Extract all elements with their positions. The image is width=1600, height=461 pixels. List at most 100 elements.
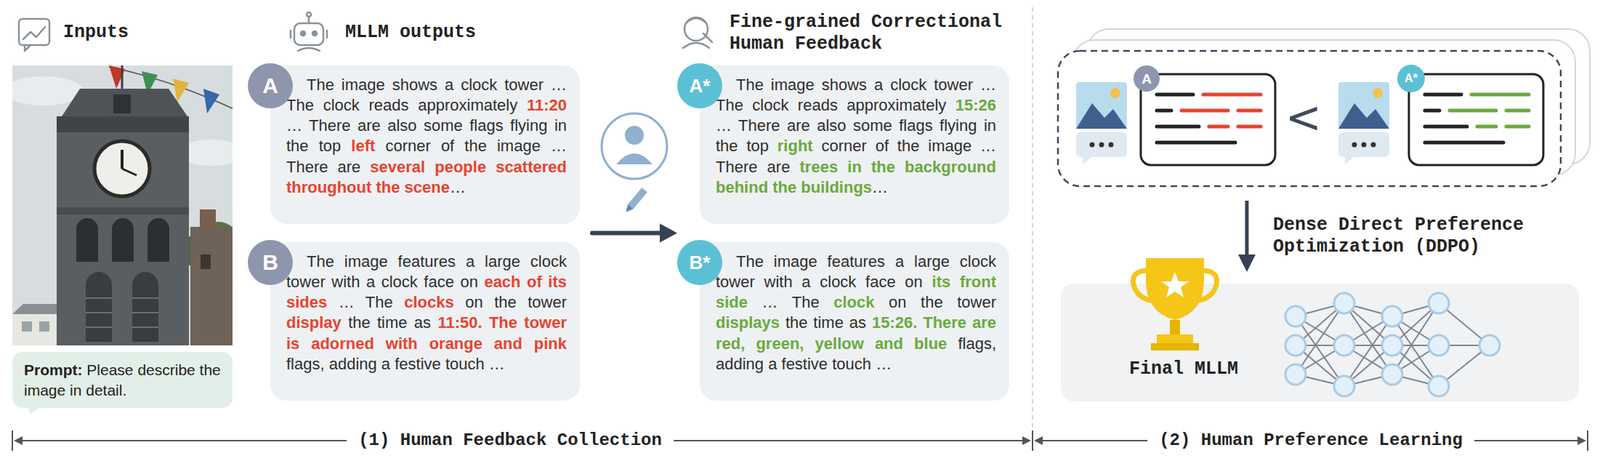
trophy-symbol [1150,342,1199,351]
annotator-symbol [623,187,648,215]
image-thumbnail [1099,142,1105,148]
response-text: The image shows a clock tower … The cloc… [699,65,1010,208]
response-document [1424,94,1529,143]
clock-tower-photo [56,132,189,346]
response-box: The image shows a clock tower … The cloc… [270,65,580,224]
body-text: … The [762,292,820,311]
body-text: … [871,178,888,197]
clock-tower-photo [85,326,112,328]
badge-text: A [1141,71,1152,86]
neural-network [1428,292,1449,314]
clock-tower-photo [108,65,125,89]
trophy-symbol [1145,257,1204,320]
range-bracket [1031,430,1034,451]
robot-icon [294,23,324,46]
badge-circle [677,239,723,285]
stage-label: (2) Human Preference Learning [1147,430,1475,451]
response-document [1156,93,1194,97]
range-bracket [11,430,14,451]
neural-network [1334,375,1355,397]
robot-icon [326,30,329,38]
highlighted-text: 11:50. [437,313,482,332]
badge-circle [247,239,293,285]
badge-circle [1133,65,1160,92]
body-text: B* [689,251,711,274]
body-text: Final MLLM [1129,358,1239,380]
body-text: A* [689,74,711,97]
response-document [1203,93,1261,97]
highlighted-text: right [777,136,814,155]
neural-network [1382,305,1403,327]
label-badge: A [247,63,293,109]
annotator-symbol [624,125,644,145]
clock-tower-photo [132,297,159,299]
badge-circle [247,63,293,109]
clock-tower-photo [147,217,170,262]
range-bracket [12,430,1588,451]
body-text: The image shows a clock tower … The cloc… [715,75,997,115]
annotator-symbol [627,187,648,209]
clock-tower-photo [190,226,233,346]
trophy-symbol [1156,334,1194,343]
range-bracket [13,435,23,445]
image-thumbnail [1076,82,1127,165]
response-text: The image shows a clock tower … The cloc… [270,65,580,208]
range-bracket [1022,435,1032,445]
response-document [1424,93,1462,97]
highlighted-text: display [286,313,342,332]
body-text: A [1141,71,1152,87]
clock-tower-photo [132,326,159,328]
response-document [1424,108,1440,113]
robot-icon [300,31,306,36]
range-bracket [1586,430,1589,451]
range-bracket [1577,435,1587,445]
image-icon [18,18,50,51]
neural-network [1479,334,1500,356]
body-text: the time as [785,313,867,332]
clock-tower-photo [172,78,189,102]
annotator-symbol [601,113,668,179]
image-thumbnail [1338,82,1390,165]
annotator-icon [703,33,713,43]
clock-tower-photo [61,88,188,117]
response-document [1506,108,1529,113]
image-thumbnail [1076,82,1127,129]
down-arrow [1238,200,1256,272]
stacked-cards [1057,50,1561,187]
clock-tower-photo [21,321,32,332]
badge-circle [1397,64,1425,93]
highlighted-text: 15:26 [955,95,997,115]
label-badge: B* [677,239,723,285]
highlighted-text: clock [833,292,875,311]
clock-tower-photo [122,168,137,176]
prompt-box: Prompt: Please describe the image in det… [12,351,233,408]
flow-arrow [659,223,678,243]
highlighted-text: 11:20 [526,95,567,115]
body-text: The image shows a clock tower … The cloc… [286,75,567,115]
clock-tower-photo [39,321,50,332]
response-document [1156,108,1172,113]
image-thumbnail [1076,103,1127,129]
robot-icon [290,12,327,51]
image-icon [24,45,31,51]
clock-tower-photo [200,254,211,269]
clock-tower-photo [56,116,189,133]
image-icon [18,18,50,46]
badge-text: B* [689,252,711,272]
clock-tower-photo [94,140,150,197]
label-badge: A* [677,63,723,109]
image-thumbnail [1338,132,1390,157]
image-thumbnail [1352,142,1358,148]
annotator-icon [683,17,713,48]
annotator-symbol [623,204,634,215]
clock-tower-photo [76,217,99,262]
clock-tower-photo [132,311,159,314]
annotator-symbol [601,113,668,215]
badge-text: B [262,251,279,274]
response-document [1156,94,1261,143]
section-heading: MLLM outputs [345,21,476,44]
robot-icon [308,16,311,24]
clock-tower-photo [12,303,57,314]
response-document [1238,108,1261,113]
